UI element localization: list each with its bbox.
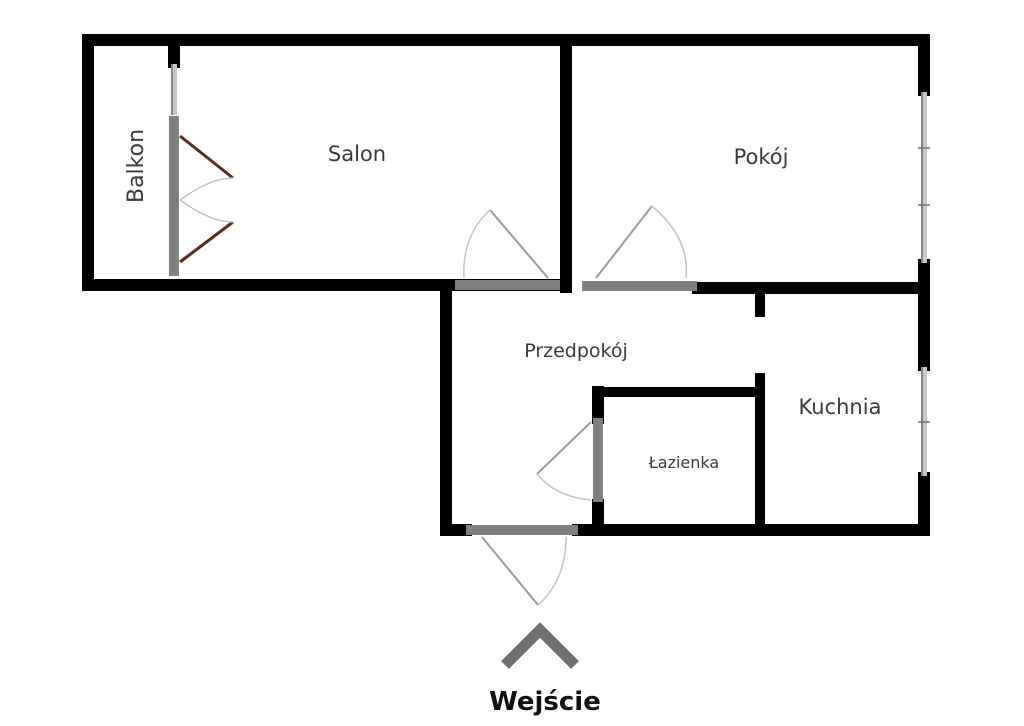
room-label-pokoj: Pokój — [734, 145, 789, 169]
balcony-door — [169, 64, 234, 276]
entrance-label: Wejście — [489, 687, 601, 717]
windows — [918, 92, 930, 476]
room-label-balkon: Balkon — [124, 129, 149, 203]
pokoj-door — [582, 205, 697, 291]
room-label-kuchnia: Kuchnia — [799, 395, 882, 419]
room-label-salon: Salon — [328, 142, 386, 166]
outer-walls — [82, 34, 930, 536]
entrance-door — [466, 525, 578, 606]
lazienka-door — [536, 418, 603, 502]
salon-door — [455, 209, 560, 290]
chevron-up-icon — [501, 622, 579, 669]
room-label-lazienka: Łazienka — [648, 453, 719, 472]
room-label-przedpokoj: Przedpokój — [524, 340, 628, 362]
